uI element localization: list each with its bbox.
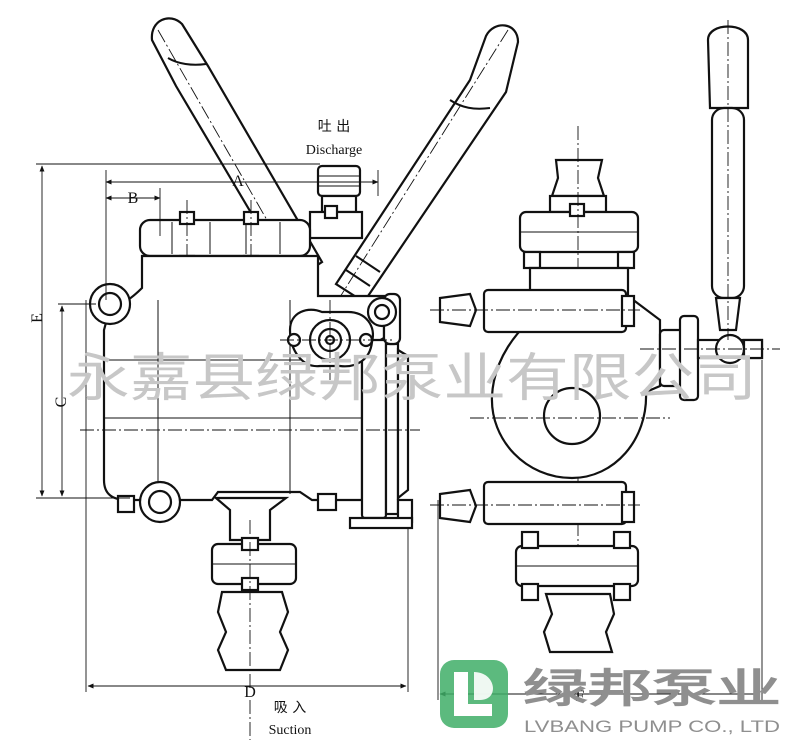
company-watermark: 永嘉县绿邦泵业有限公司 [67, 349, 757, 409]
brand-name-en: LVBANG PUMP CO., LTD [524, 717, 780, 736]
right-flange [348, 292, 414, 530]
brand-logo: 绿邦泵业 LVBANG PUMP CO., LTD [440, 660, 781, 736]
brand-name-cn: 绿邦泵业 [523, 666, 781, 712]
handle-pivot [280, 300, 392, 384]
dim-f-label: F [576, 688, 585, 705]
side-view: F [430, 20, 780, 705]
dim-b-label: B [128, 190, 139, 207]
front-view: A B E C D 吐 出 Discharge 吸 入 Suction [29, 17, 520, 740]
front-dimensions: A B E C D [29, 163, 409, 701]
dim-c-label: C [53, 397, 70, 408]
right-handle [317, 24, 520, 333]
suction-label-en: Suction [269, 723, 312, 738]
discharge-label-cn: 吐 出 [318, 119, 350, 135]
dim-a-label: A [232, 173, 244, 190]
suction-nozzle [210, 496, 298, 690]
discharge-label-en: Discharge [306, 143, 363, 158]
dim-e-label: E [29, 313, 46, 323]
suction-label-cn: 吸 入 [274, 700, 306, 716]
discharge-nozzle [308, 164, 364, 240]
dim-d-label: D [244, 684, 256, 701]
brand-logo-icon [440, 660, 508, 728]
left-bosses [88, 282, 338, 524]
